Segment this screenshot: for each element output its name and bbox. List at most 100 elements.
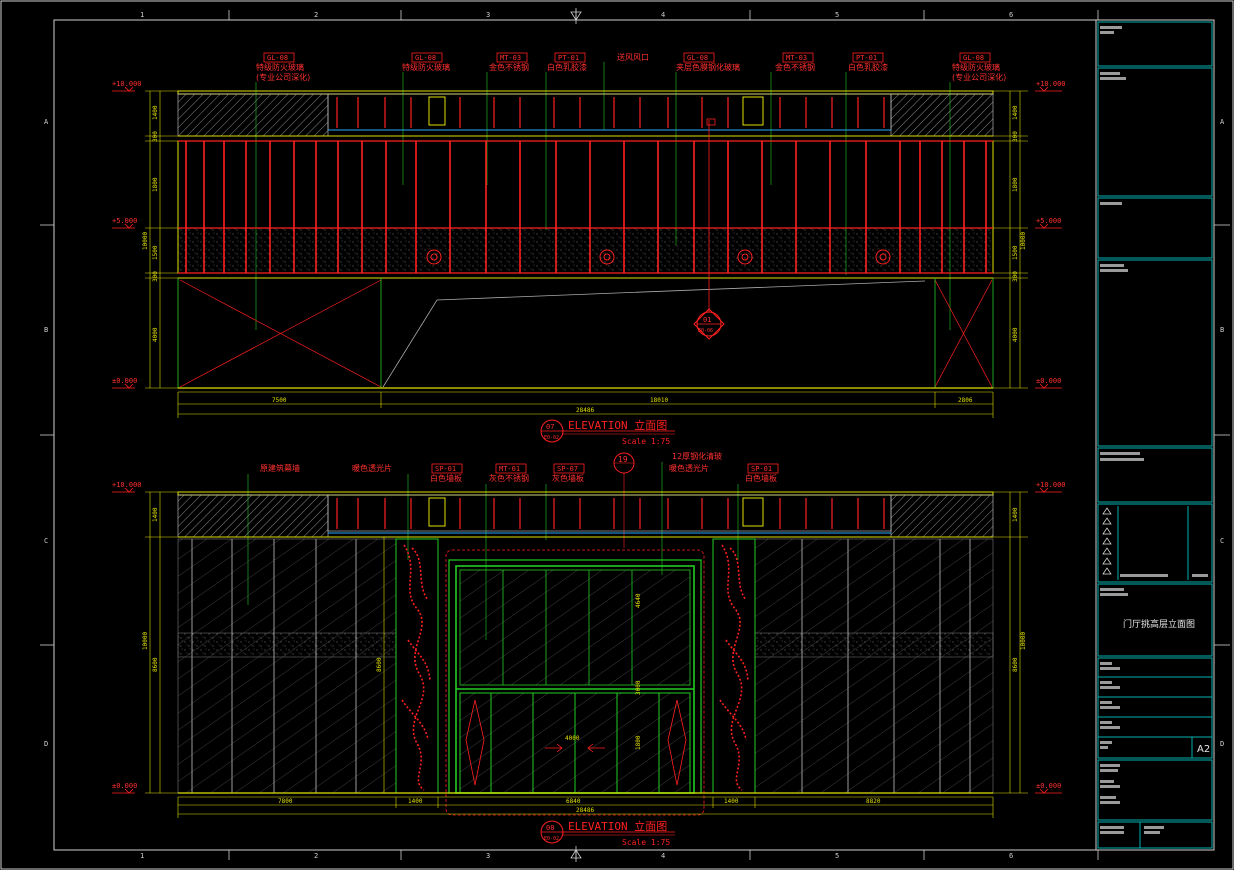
grid-col-top: 5 <box>835 11 839 19</box>
elevation-title: ELEVATION 立面图 <box>568 418 667 432</box>
dims-left-08 <box>145 491 1028 794</box>
level-label: +10.000 <box>112 481 142 489</box>
material-label: 暖色透光片 <box>669 463 709 473</box>
material-tag: SP-01 <box>435 465 456 473</box>
material-labels-08: 原建筑幕墙 暖色透光片 白色墙板 灰色不锈钢 灰色墙板 12厚钢化清玻 暖色透光… <box>260 451 777 483</box>
grid-labels: 1 2 3 4 5 6 1 2 3 4 5 6 A B C D A B C D <box>44 11 1225 860</box>
dim-vertical: 1500 <box>152 245 159 260</box>
dim-total-width: 28486 <box>576 807 594 814</box>
grid-row-right: B <box>1220 326 1224 334</box>
elevation-callout-07: 07 E0-02 ELEVATION 立面图 Scale 1:75 <box>540 418 675 446</box>
material-tag: GL-08 <box>963 54 984 62</box>
callout-number: 08 <box>546 824 554 832</box>
level-label: +5.000 <box>1036 217 1061 225</box>
grid-col-top: 3 <box>486 11 490 19</box>
floral-pattern <box>401 544 749 791</box>
material-label: 暖色透光片 <box>352 463 392 473</box>
dim-vertical: 8600 <box>1012 657 1019 672</box>
material-tag: PT-01 <box>856 54 877 62</box>
door-swing-icon <box>465 699 687 786</box>
dim-vertical: 300 <box>152 271 159 282</box>
level-label: ±0.000 <box>112 782 137 790</box>
dim-vertical: 1400 <box>152 507 159 522</box>
material-label: 金色不锈钢 <box>489 62 529 72</box>
detail-number: 19 <box>618 455 628 464</box>
grid-row-left: A <box>44 118 49 126</box>
material-label: 送风风口 <box>617 52 649 62</box>
dim-horizontal: 7500 <box>272 397 287 404</box>
level-label: +10.000 <box>1036 481 1066 489</box>
material-tag: GL-08 <box>415 54 436 62</box>
elevation-callout-08: 08 E0-02 ELEVATION 立面图 Scale 1:75 <box>540 819 675 847</box>
material-tag: MT-03 <box>500 54 521 62</box>
grid-row-right: A <box>1220 118 1225 126</box>
sheet-number: A2 <box>1197 744 1210 755</box>
dim-horizontal: 6840 <box>566 798 581 805</box>
material-tag: SP-07 <box>557 465 578 473</box>
material-tag: GL-08 <box>687 54 708 62</box>
elevation-08: SP-01 MT-01 SP-07 SP-01 原建筑幕墙 暖色透光片 白色墙板… <box>112 451 1066 847</box>
center-mark-icon <box>570 8 582 862</box>
material-label: 夹层色膜钢化玻璃 <box>676 62 740 72</box>
sheet-title: 门厅挑高层立面图 <box>1123 618 1195 630</box>
material-label: 特级防火玻璃 <box>952 62 1000 72</box>
material-labels-07: 特级防火玻璃 (专业公司深化) 特级防火玻璃 金色不锈钢 白色乳胶漆 送风风口 … <box>256 52 1006 82</box>
dim-total-height: 10000 <box>142 232 149 250</box>
dim-horizontal: 18010 <box>650 397 668 404</box>
dim-vertical: 1500 <box>1012 245 1019 260</box>
grid-col-bottom: 4 <box>661 852 665 860</box>
grid-col-bottom: 2 <box>314 852 318 860</box>
material-label: 灰色不锈钢 <box>489 473 529 483</box>
material-label: 特级防火玻璃 <box>256 62 304 72</box>
material-label: 12厚钢化清玻 <box>672 451 722 461</box>
dim-vertical: 8600 <box>152 657 159 672</box>
dim-vertical: 300 <box>152 131 159 142</box>
curtain-mullions-07 <box>185 141 987 273</box>
material-label: 原建筑幕墙 <box>260 463 300 473</box>
inner-dim: 3000 <box>635 680 642 695</box>
detail-bubble-icon: 19 <box>613 452 635 548</box>
grid-col-bottom: 3 <box>486 852 490 860</box>
material-label: 金色不锈钢 <box>775 62 815 72</box>
dim-vertical: 300 <box>1012 271 1019 282</box>
material-tag: MT-01 <box>499 465 520 473</box>
elevation-scale: Scale 1:75 <box>622 437 670 446</box>
level-label: ±0.000 <box>1036 782 1061 790</box>
elevation-07: GL-08 GL-08 MT-03 PT-01 GL-08 MT-03 PT-0… <box>112 52 1066 446</box>
inner-dim: 4640 <box>635 593 642 608</box>
elevation-title: ELEVATION 立面图 <box>568 819 667 833</box>
material-label: 白色乳胶漆 <box>547 62 587 72</box>
dim-horizontal: 1400 <box>408 798 423 805</box>
grid-col-bottom: 5 <box>835 852 839 860</box>
door-dim: 4000 <box>565 735 580 742</box>
material-tags-08: SP-01 MT-01 SP-07 SP-01 <box>431 463 779 474</box>
level-label: +10.000 <box>1036 80 1066 88</box>
callout-number: 07 <box>546 423 554 431</box>
callout-sheet: E0-02 <box>544 435 559 441</box>
dims-left-07 <box>145 90 1028 389</box>
cross-panel <box>179 279 993 388</box>
material-tags-07: GL-08 GL-08 MT-03 PT-01 GL-08 MT-03 PT-0… <box>263 52 991 63</box>
spotlight-icon <box>426 249 891 265</box>
dim-vertical: 10000 <box>142 632 149 650</box>
dim-horizontal: 8820 <box>866 798 881 805</box>
portal-mullions <box>502 570 633 685</box>
grid-col-bottom: 6 <box>1009 852 1013 860</box>
door-dim: 1800 <box>635 735 642 750</box>
elevation-scale: Scale 1:75 <box>622 838 670 847</box>
dim-vertical: 1400 <box>152 105 159 120</box>
upper-fins-07 <box>336 97 885 128</box>
material-tag: PT-01 <box>558 54 579 62</box>
grid-col-top: 1 <box>140 11 144 19</box>
grid-col-bottom: 1 <box>140 852 144 860</box>
title-block: 门厅挑高层立面图 A2 <box>1095 20 1213 850</box>
dims-bottom-08 <box>177 797 994 818</box>
material-label: 白色墙板 <box>430 473 462 483</box>
material-tag: GL-08 <box>267 54 288 62</box>
level-marker-icon <box>112 487 1062 794</box>
dim-horizontal: 1400 <box>724 798 739 805</box>
level-label: +10.000 <box>112 80 142 88</box>
title-block-placeholders <box>1100 26 1208 834</box>
revision-triangle-icon <box>1102 507 1112 575</box>
